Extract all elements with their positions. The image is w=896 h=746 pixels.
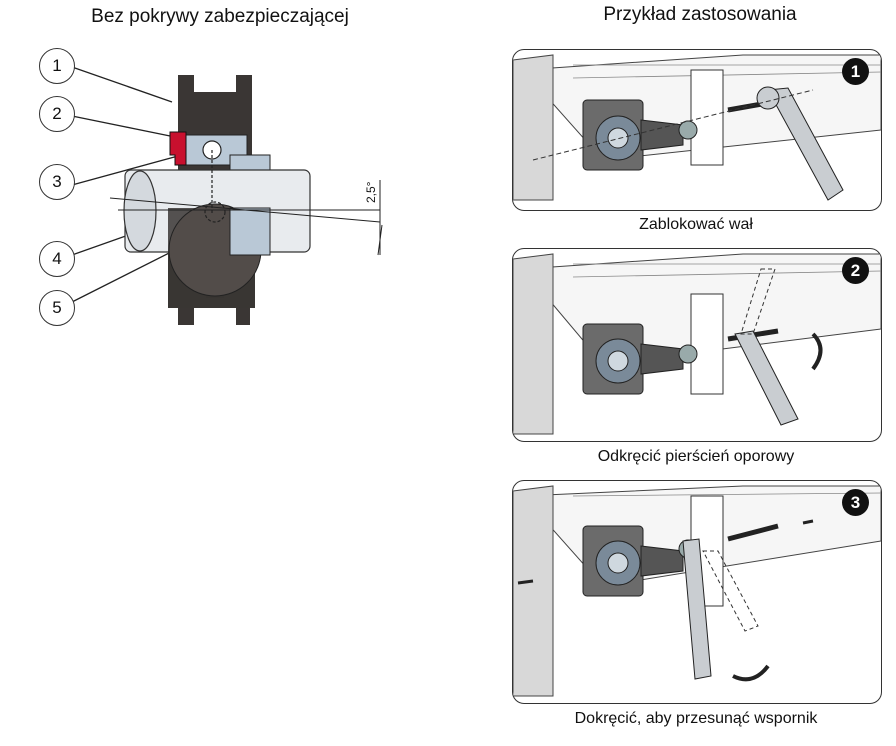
left-diagram-title: Bez pokrywy zabezpieczającej: [91, 6, 349, 27]
callout-5: 5: [39, 290, 75, 326]
right-examples-title: Przykład zastosowania: [603, 4, 797, 25]
step-3-panel: 3: [512, 480, 882, 704]
step-1-badge: 1: [842, 58, 869, 85]
angle-label: 2,5°: [364, 181, 378, 203]
step-1-caption: Zablokować wał: [639, 216, 753, 233]
callout-3: 3: [39, 164, 75, 200]
step-2-panel: 2: [512, 248, 882, 442]
step-2-badge: 2: [842, 257, 869, 284]
step-1-panel: 1: [512, 49, 882, 211]
step-2-illustration: [513, 253, 881, 435]
step-1-illustration: [513, 54, 881, 201]
step-3-caption: Dokręcić, aby przesunąć wspornik: [574, 710, 818, 727]
bearing-cross-section-diagram: [71, 66, 383, 325]
step-3-illustration: [513, 485, 881, 697]
callout-1: 1: [39, 48, 75, 84]
step-2-caption: Odkręcić pierścień oporowy: [597, 448, 795, 465]
callout-2: 2: [39, 96, 75, 132]
step-3-badge: 3: [842, 489, 869, 516]
callout-4: 4: [39, 241, 75, 277]
